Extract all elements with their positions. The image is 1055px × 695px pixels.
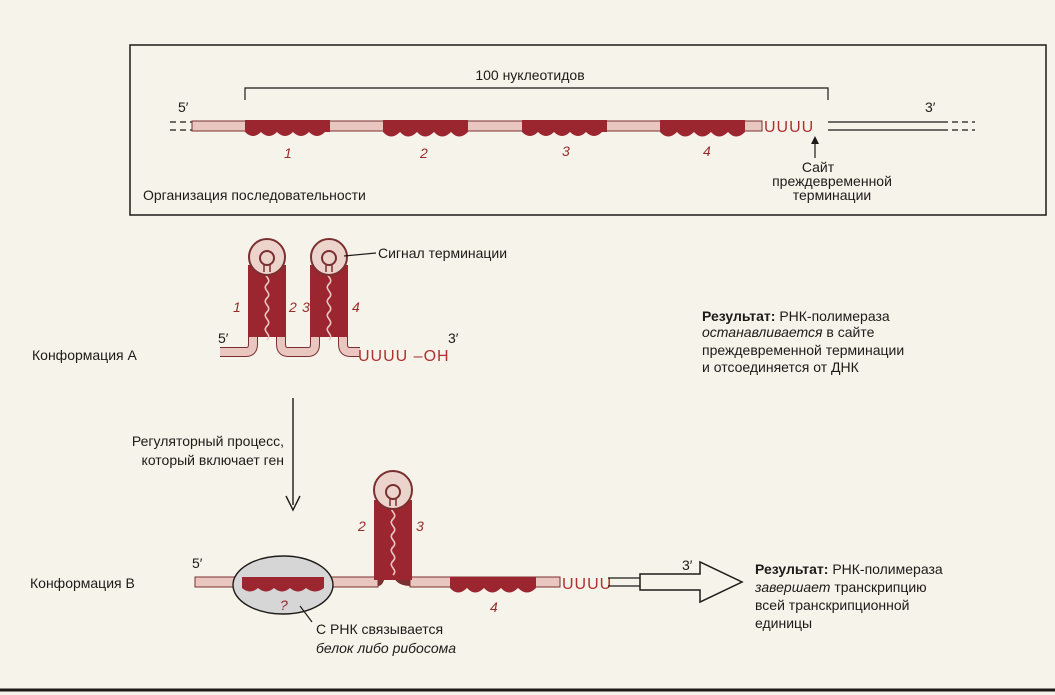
conf-a-stem-number-4: 4 (352, 299, 360, 315)
conf-b-region-4 (450, 577, 536, 593)
org-rna-strand (191, 120, 763, 132)
org-region-number-3: 3 (562, 143, 570, 159)
org-three-prime: 3′ (925, 99, 936, 115)
regulation-line-2: который включает ген (142, 452, 284, 468)
signal-pointer (343, 252, 377, 257)
result-a-line-1: Результат: РНК-полимераза (702, 308, 890, 324)
site-arrow-head (811, 136, 819, 144)
binding-pointer (299, 605, 313, 623)
conf-b-stem-2-3 (373, 470, 413, 580)
site-label-3: терминации (793, 187, 871, 203)
org-region-1 (245, 120, 330, 136)
result-a-line-3: преждевременной терминации (702, 342, 904, 358)
site-label-2: преждевременной (772, 173, 892, 189)
org-region-number-2: 2 (419, 145, 428, 161)
conf-b-label: Конформация В (30, 575, 135, 591)
site-label-1: Сайт (802, 159, 835, 175)
conf-b-uuuu: UUUU (562, 576, 612, 593)
conf-a-three-prime: 3′ (448, 330, 459, 346)
continuation-arrow (639, 560, 744, 604)
org-region-3 (522, 120, 607, 136)
conf-a-uuuu-oh: UUUU –OH (358, 348, 450, 365)
conf-b-stem-number-2: 2 (357, 518, 366, 534)
binding-line-2: белок либо рибосома (316, 640, 456, 656)
conf-b-region-1 (242, 577, 324, 592)
conf-a-stem-1-2 (248, 238, 286, 341)
org-five-prime: 5′ (178, 99, 189, 115)
result-b-line-1: Результат: РНК-полимераза (755, 561, 943, 577)
conf-a-stem-number-1: 1 (233, 299, 241, 315)
conf-a-stem-number-3: 3 (302, 299, 310, 315)
org-region-number-1: 1 (284, 145, 292, 161)
result-a-line-2: останавливается в сайте (702, 324, 875, 340)
conf-b-stem-number-3: 3 (416, 518, 424, 534)
result-b-line-3: всей транскрипционной (755, 597, 910, 613)
conf-b-region-4-label: 4 (490, 599, 498, 615)
result-b-line-2: завершает транскрипцию (754, 579, 927, 595)
conf-b-five-prime: 5′ (192, 555, 203, 571)
regulation-line-1: Регуляторный процесс, (132, 433, 284, 449)
span-label: 100 нуклеотидов (475, 67, 584, 83)
result-b-line-4: единицы (755, 615, 812, 631)
result-a-line-4: и отсоединяется от ДНК (702, 359, 860, 375)
signal-label: Сигнал терминации (378, 245, 507, 261)
conf-b-region-1-label: ? (280, 597, 288, 613)
org-region-2 (383, 120, 468, 137)
span-bracket (244, 87, 829, 100)
org-caption: Организация последовательности (143, 187, 366, 203)
conf-a-stem-number-2: 2 (288, 299, 297, 315)
conf-a-stem-3-4 (310, 238, 348, 341)
conf-a-five-prime: 5′ (218, 330, 229, 346)
org-region-4 (660, 120, 745, 137)
conf-b-three-prime: 3′ (682, 557, 693, 573)
conf-a-label: Конформация А (32, 347, 137, 363)
org-uuuu: UUUU (764, 119, 814, 136)
binding-line-1: С РНК связывается (316, 621, 443, 637)
organization-panel (129, 44, 1047, 216)
org-region-number-4: 4 (703, 143, 711, 159)
regulation-arrow-head (285, 495, 301, 512)
